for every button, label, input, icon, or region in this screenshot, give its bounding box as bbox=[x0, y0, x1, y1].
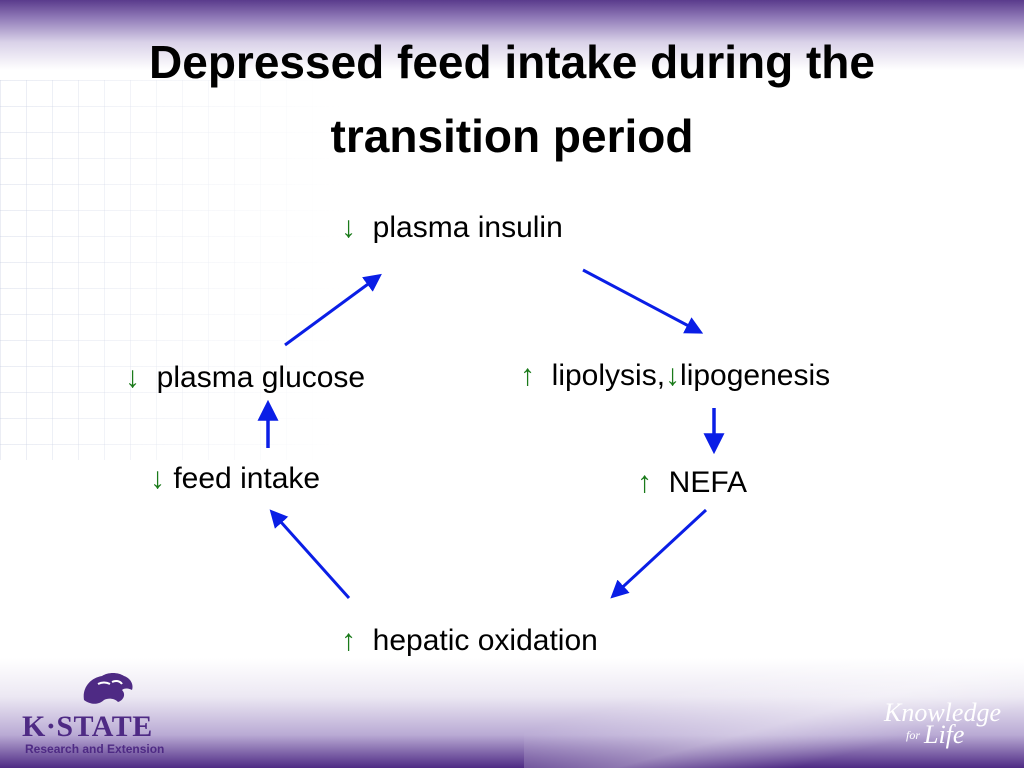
wildcat-icon bbox=[83, 673, 133, 704]
slide-title-line-2: transition period bbox=[330, 109, 694, 162]
down-arrow-icon: ↓ bbox=[150, 462, 165, 495]
node-label: plasma insulin bbox=[372, 211, 563, 244]
up-arrow-icon: ↑ bbox=[520, 359, 535, 392]
background-grid bbox=[0, 80, 340, 460]
kstate-logo: K·STATE Research and Extension bbox=[22, 670, 182, 760]
node-hepatic-oxidation: ↑ hepatic oxidation bbox=[341, 626, 598, 656]
node-plasma-insulin: ↓ plasma insulin bbox=[341, 213, 563, 243]
down-arrow-icon: ↓ bbox=[665, 359, 681, 392]
node-label: NEFA bbox=[668, 466, 748, 499]
logo-wordmark: K·STATE bbox=[22, 710, 153, 743]
node-label-lipogenesis: lipogenesis bbox=[680, 359, 831, 392]
flow-arrow-insulin-to-lipolysis bbox=[582, 268, 704, 334]
node-label: hepatic oxidation bbox=[372, 624, 598, 657]
up-arrow-icon: ↑ bbox=[637, 466, 652, 499]
slide-title-line-1: Depressed feed intake during the bbox=[149, 36, 875, 88]
node-nefa: ↑ NEFA bbox=[637, 468, 747, 498]
flow-arrow-glucose-to-insulin bbox=[284, 273, 382, 347]
down-arrow-icon: ↓ bbox=[341, 211, 356, 244]
node-label-lipolysis: lipolysis, bbox=[551, 359, 666, 392]
logo-subtitle: Research and Extension bbox=[25, 742, 165, 756]
node-label: plasma glucose bbox=[156, 361, 366, 394]
tagline-for: for bbox=[906, 728, 921, 742]
knowledge-for-life-tagline: Knowledge for Life bbox=[884, 698, 1014, 758]
bottom-light-streak bbox=[524, 658, 1024, 768]
node-label: feed intake bbox=[173, 462, 321, 495]
slide-title: Depressed feed intake during the transit… bbox=[0, 26, 1024, 173]
flow-arrow-nefa-to-hepatic bbox=[610, 508, 708, 599]
down-arrow-icon: ↓ bbox=[125, 361, 140, 394]
node-feed-intake: ↓ feed intake bbox=[150, 464, 320, 494]
bottom-gradient-band bbox=[0, 658, 1024, 768]
tagline-knowledge: Knowledge bbox=[884, 698, 1001, 727]
flow-arrow-hepatic-to-feed bbox=[269, 509, 351, 600]
node-lipolysis-lipogenesis: ↑ lipolysis,↓lipogenesis bbox=[520, 361, 830, 391]
node-plasma-glucose: ↓ plasma glucose bbox=[125, 363, 365, 393]
top-gradient-band bbox=[0, 0, 1024, 70]
tagline-life: Life bbox=[924, 720, 965, 749]
up-arrow-icon: ↑ bbox=[341, 624, 356, 657]
